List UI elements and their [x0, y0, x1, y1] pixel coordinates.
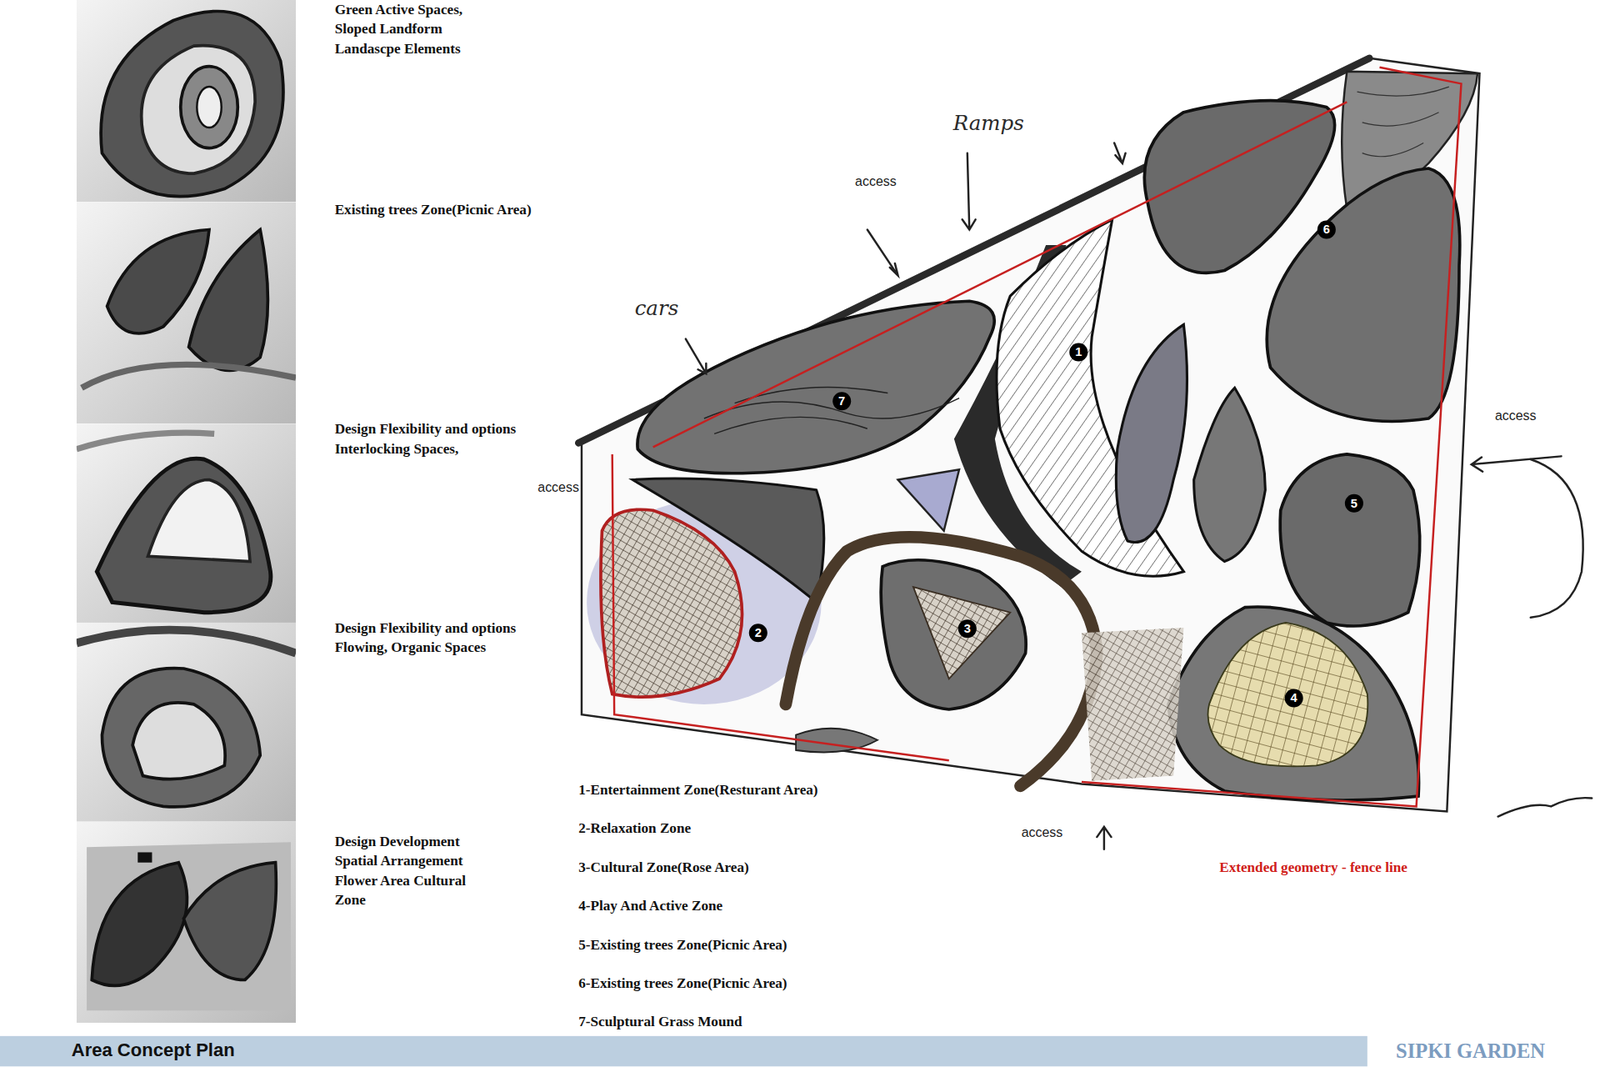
callout-number: 4 [1285, 689, 1304, 708]
zone-key: 3-Cultural Zone(Rose Area) [578, 858, 749, 877]
page-title: Area Concept Plan [71, 1037, 235, 1062]
callout-number: 2 [749, 623, 768, 642]
zone-key: 6-Existing trees Zone(Picnic Area) [578, 974, 787, 993]
zone-key: 7-Sculptural Grass Mound [578, 1012, 742, 1031]
side-caption: Existing trees Zone(Picnic Area) [335, 200, 600, 220]
callout-number: 6 [1317, 220, 1336, 239]
access-label: access [855, 173, 897, 189]
access-label: access [1495, 408, 1537, 424]
callout-number: 3 [958, 619, 977, 638]
fence-note: Extended geometry - fence line [1219, 858, 1408, 877]
zone-key: 5-Existing trees Zone(Picnic Area) [578, 935, 787, 955]
side-caption: Design Flexibility and options Interlock… [335, 419, 570, 459]
callout-number: 5 [1345, 494, 1364, 513]
callout-number: 1 [1069, 342, 1088, 361]
side-caption: Design Flexibility and options Flowing, … [335, 618, 570, 658]
access-label: access [537, 480, 580, 495]
zone-key: 2-Relaxation Zone [578, 819, 691, 838]
handwritten-note: cars [635, 295, 680, 320]
project-name: SIPKI GARDEN [1395, 1036, 1545, 1064]
side-caption: Design Development Spatial Arrangement F… [335, 831, 499, 910]
callout-number: 7 [832, 391, 851, 410]
zone-key: 1-Entertainment Zone(Resturant Area) [578, 780, 818, 800]
access-label: access [1021, 824, 1064, 840]
handwritten-note: Ramps [953, 110, 1025, 135]
side-caption: Green Active Spaces, Sloped Landform Lan… [335, 0, 499, 59]
zone-key: 4-Play And Active Zone [578, 896, 723, 915]
